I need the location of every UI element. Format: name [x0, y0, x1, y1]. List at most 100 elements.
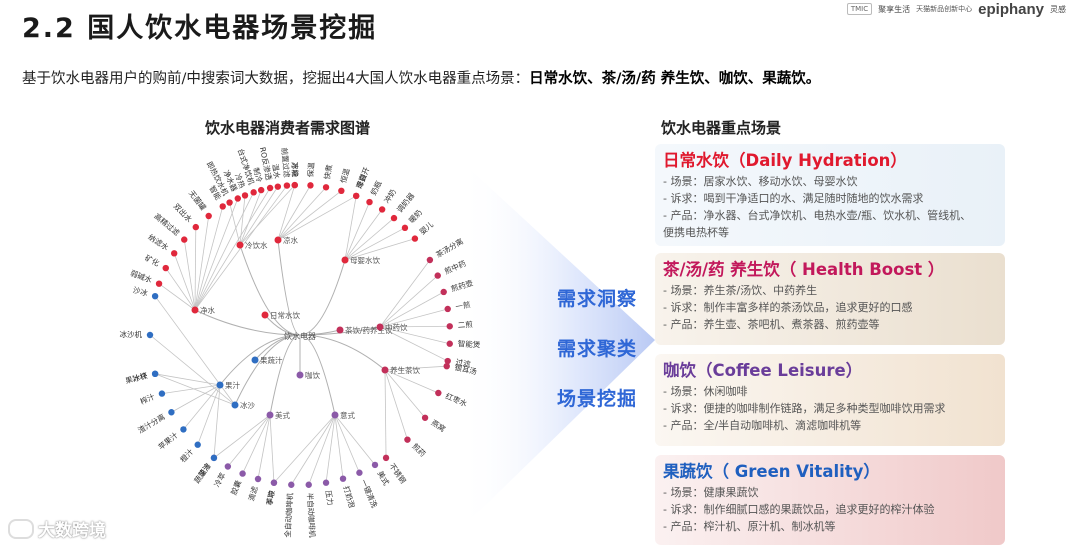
mindmap-leaf-label: 滴滤	[246, 485, 260, 503]
watermark-icon	[8, 519, 34, 539]
mindmap-branch-label: 冷饮水	[245, 240, 268, 250]
scene-card-health: 茶/汤/药 养生饮（ Health Boost ） - 场景：养生茶/汤饮、中药…	[655, 253, 1005, 345]
mindmap-leaf-node	[306, 482, 312, 488]
mindmap-leaf-node	[447, 341, 453, 347]
mindmap-branch-label: 意式	[340, 410, 355, 420]
watermark: 大数跨境	[8, 516, 106, 541]
scene-line: - 场景：居家水饮、移动水饮、母婴水饮	[663, 173, 1005, 190]
mindmap-leaf-label: 蔬菜汁	[192, 461, 213, 486]
mindmap-branch-link	[240, 245, 300, 335]
mindmap-leaf-label: 榨汁	[138, 391, 156, 406]
mindmap-leaf-node	[422, 415, 428, 421]
mindmap-leaf-label: 恒温	[338, 167, 352, 185]
mindmap-leaf-node	[171, 250, 177, 256]
mindmap-leaf-node	[152, 371, 158, 377]
mindmap-leaf-node	[372, 462, 378, 468]
mindmap-leaf-node	[181, 236, 187, 242]
watermark-text: 大数跨境	[38, 516, 106, 541]
mindmap-leaf-node	[356, 470, 362, 476]
mindmap-leaf-label: 苹果汁	[156, 429, 180, 451]
mindmap-leaf-label: 奶瓶	[368, 178, 384, 196]
mindmap-leaf-label: 美式	[376, 469, 392, 487]
mindmap-branch-node	[275, 237, 282, 244]
mindmap-leaf-node	[275, 183, 281, 189]
mindmap-leaf-node	[435, 390, 441, 396]
mindmap-leaf-node	[168, 409, 174, 415]
scene-title-daily: 日常水饮（Daily Hydration）	[663, 147, 1005, 171]
mindmap-leaf-link	[309, 415, 335, 485]
mindmap-leaf-node	[292, 182, 298, 188]
mindmap-leaf-node	[379, 206, 385, 212]
mindmap-leaf-node	[220, 203, 226, 209]
mindmap-leaf-label: 手冲	[264, 490, 276, 507]
mindmap-leaf-link	[155, 374, 235, 405]
mindmap-branch-node	[332, 412, 339, 419]
mindmap-leaf-label: 煎药	[410, 441, 428, 459]
mindmap-leaf-node	[211, 455, 217, 461]
mindmap-leaf-label: 橙汁	[178, 446, 196, 464]
mindmap-leaf-link	[195, 199, 238, 310]
mindmap-leaf-node	[445, 306, 451, 312]
mindmap-branch-link	[270, 335, 300, 415]
mindmap-leaf-label: 弱碱水	[129, 268, 154, 285]
scene-line: - 产品：全/半自动咖啡机、滴滤咖啡机等	[663, 417, 1005, 434]
mindmap-branch-node	[217, 382, 224, 389]
mindmap-leaf-link	[195, 206, 223, 310]
mindmap-leaf-node	[412, 235, 418, 241]
scene-line: - 诉求：制作丰富多样的茶汤饮品，追求更好的口感	[663, 299, 1005, 316]
mindmap-leaf-label: 胶囊	[228, 478, 243, 496]
middle-label-insight: 需求洞察	[557, 284, 637, 311]
mindmap-leaf-label: 全自动咖啡机	[282, 492, 295, 538]
mindmap-leaf-node	[159, 390, 165, 396]
mindmap-leaf-link	[230, 203, 240, 245]
mindmap-leaf-node	[225, 463, 231, 469]
mindmap-leaf-node	[427, 257, 433, 263]
mindmap-leaf-label: 万能	[290, 162, 301, 178]
mindmap-leaf-label: 纳滤水	[146, 232, 171, 253]
mindmap-leaf-label: 保温	[306, 162, 316, 178]
mindmap-leaf-link	[335, 415, 375, 465]
mindmap-leaf-label: 打奶泡	[341, 485, 357, 510]
mindmap-leaf-node	[239, 470, 245, 476]
mindmap-leaf-node	[195, 442, 201, 448]
mindmap-branch-label: 果汁	[225, 380, 240, 390]
scene-line: - 诉求：制作细腻口感的果蔬饮品，追求更好的榨汁体验	[663, 501, 1005, 518]
mindmap-leaf-node	[267, 185, 273, 191]
mindmap-leaf-link	[258, 415, 270, 479]
mindmap-leaf-node	[250, 189, 256, 195]
mindmap-leaf-node	[447, 323, 453, 329]
mindmap-leaf-link	[243, 415, 270, 474]
mindmap-branch-label: 美式	[275, 410, 290, 420]
scene-card-green: 果蔬饮（ Green Vitality） - 场景：健康果蔬饮 - 诉求：制作细…	[655, 455, 1005, 545]
scene-line: - 产品：养生壶、茶吧机、煮茶器、煎药壶等	[663, 316, 1005, 333]
mindmap-leaf-label: 压力	[323, 490, 335, 507]
scene-line: - 场景：健康果蔬饮	[663, 484, 1005, 501]
scene-title-health: 茶/汤/药 养生饮（ Health Boost ）	[663, 256, 1005, 280]
mindmap-leaf-link	[171, 385, 220, 412]
mindmap-leaf-label: 二煎	[457, 319, 473, 330]
mindmap-leaf-node	[284, 182, 290, 188]
mindmap-branch-node	[337, 327, 344, 334]
mindmap-center-label: 饮水电器	[284, 331, 316, 341]
mindmap-leaf-link	[214, 385, 220, 458]
mindmap-branch-label: 中药饮	[385, 322, 408, 332]
mindmap-leaf-node	[226, 199, 232, 205]
mindmap-leaf-link	[385, 370, 386, 458]
mindmap-leaf-label: 冰块	[131, 370, 149, 384]
mindmap-leaf-node	[193, 224, 199, 230]
mindmap-leaf-node	[271, 480, 277, 486]
mindmap-leaf-label: 半自动咖啡机	[305, 492, 318, 538]
mindmap-branch-label: 日常水饮	[270, 310, 300, 320]
mindmap-branch-label: 凉水	[283, 235, 298, 245]
mindmap-leaf-link	[159, 284, 195, 310]
mindmap-branch-label: 咖饮	[305, 370, 320, 380]
mindmap-leaf-label: 冷萃	[212, 470, 228, 488]
mindmap-leaf-node	[353, 193, 359, 199]
mindmap-branch-label: 冰沙	[240, 400, 255, 410]
scene-line: - 产品：榨汁机、原汁机、制冰机等	[663, 518, 1005, 535]
mindmap-leaf-link	[214, 415, 270, 458]
mindmap-leaf-link	[278, 191, 341, 240]
mindmap-leaf-node	[235, 195, 241, 201]
mindmap-branch-node	[297, 372, 304, 379]
mindmap-leaf-label: 双出水	[172, 201, 195, 224]
